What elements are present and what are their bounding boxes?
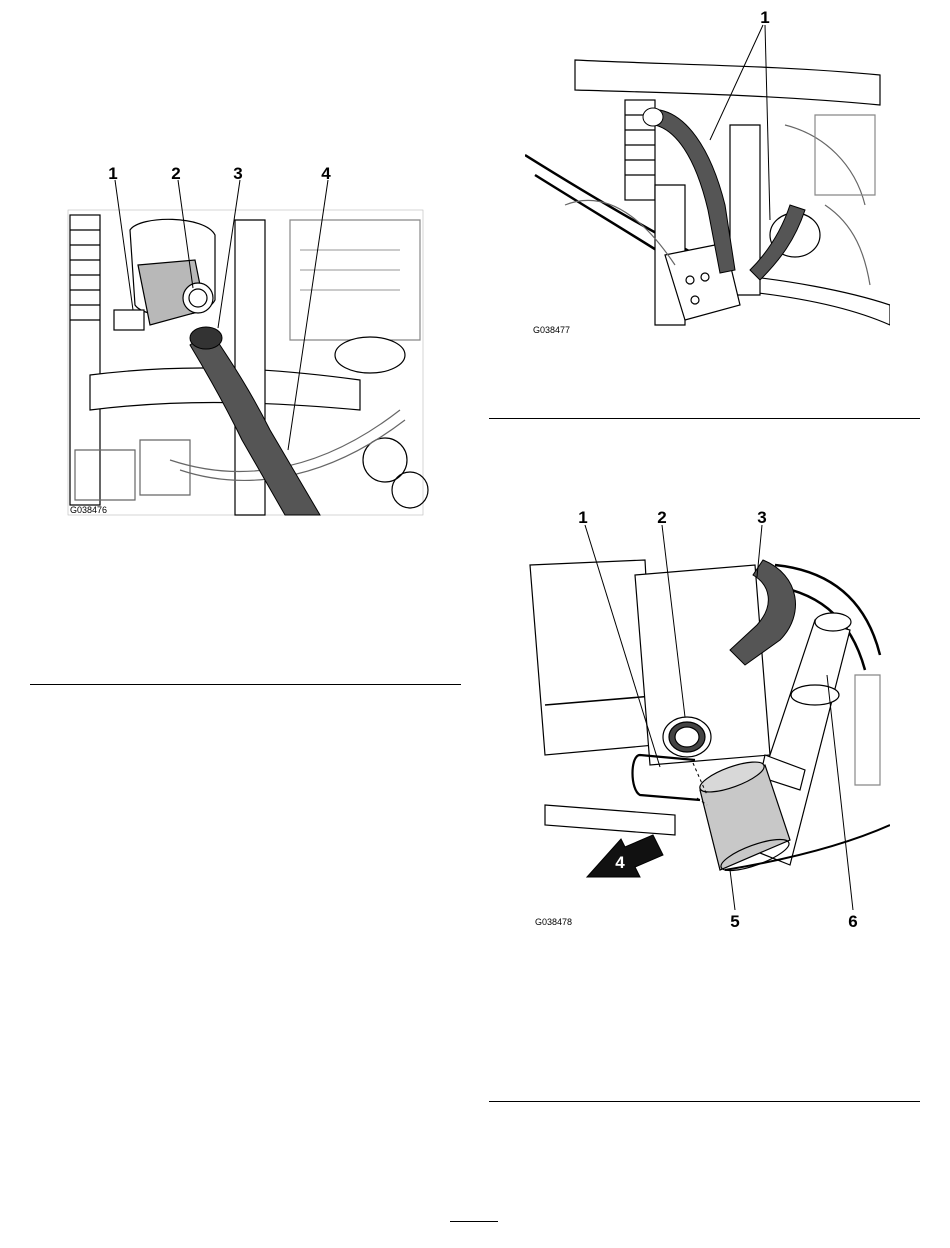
figure-id: G038476: [70, 506, 107, 515]
section-divider-left: [30, 684, 461, 685]
section-divider-right-1: [489, 418, 920, 419]
callout-5: 5: [725, 913, 745, 930]
callout-2: 2: [652, 509, 672, 526]
callout-1: 1: [755, 9, 775, 26]
callout-3: 3: [228, 165, 248, 182]
direction-arrow-label: 4: [610, 854, 630, 871]
section-divider-right-2: [489, 1101, 920, 1102]
figure-g038476-illustration: [30, 160, 430, 520]
callout-1: 1: [103, 165, 123, 182]
callout-1: 1: [573, 509, 593, 526]
figure-id: G038478: [535, 918, 572, 927]
figure-g038476: 1 2 3 4 G038476: [30, 160, 430, 520]
figure-id: G038477: [533, 326, 570, 335]
callout-3: 3: [752, 509, 772, 526]
figure-g038477-illustration: [525, 5, 890, 340]
figure-g038478: 1 2 3 4 5 6 G038478: [525, 505, 890, 935]
page-footer-rule: [450, 1221, 498, 1222]
figure-g038478-illustration: [525, 505, 890, 935]
callout-2: 2: [166, 165, 186, 182]
callout-6: 6: [843, 913, 863, 930]
figure-g038477: 1 G038477: [525, 5, 890, 340]
callout-4: 4: [316, 165, 336, 182]
